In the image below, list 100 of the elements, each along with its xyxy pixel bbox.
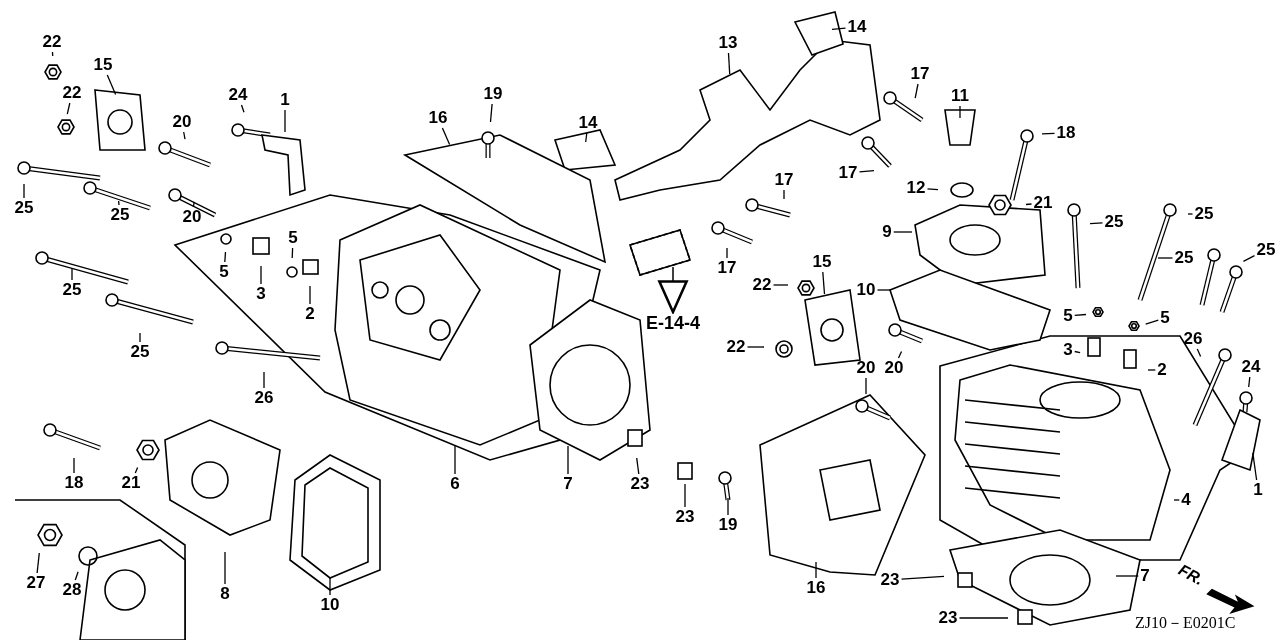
leader-line [1115,575,1139,577]
callout-number: 17 [774,171,794,189]
callout-number: 20 [182,208,202,226]
callout-number: 7 [563,475,573,493]
leader-line [309,285,311,305]
callout-number: 5 [288,229,298,247]
callout-number: 24 [228,86,248,104]
leader-line [192,201,195,208]
leader-line [1187,213,1194,215]
callout-number: 20 [172,113,192,131]
callout-number: 25 [62,281,82,299]
leader-line [726,247,728,259]
leader-line [1252,452,1258,481]
leader-line [240,104,245,113]
leader-line [1074,313,1087,317]
leader-line [585,132,588,143]
leader-line [1248,376,1251,388]
leader-line [441,127,451,146]
leader-line [1025,203,1033,206]
leader-line [858,169,875,173]
callout-number: 3 [256,285,266,303]
leader-line [106,74,117,96]
callout-number: 22 [62,84,82,102]
leader-line [454,445,456,475]
leader-line [1173,499,1180,501]
leader-line [71,267,73,281]
callout-number: 20 [856,359,876,377]
callout-number: 25 [1174,249,1194,267]
leader-line [815,561,817,579]
callout-number: 16 [428,109,448,127]
leader-line [727,497,729,516]
leader-line [291,247,294,259]
callout-number: 23 [880,571,900,589]
callout-number: 21 [121,474,141,492]
callout-number: 2 [305,305,315,323]
leader-line [23,183,25,199]
callout-number: 7 [1140,567,1150,585]
leader-line [900,575,945,580]
leader-line [897,350,903,359]
leader-line [1145,319,1159,325]
leader-line [893,231,913,233]
callout-number: 10 [856,281,876,299]
callout-number: 14 [847,18,867,36]
callout-number: 25 [1104,213,1124,231]
leader-line [636,457,640,475]
callout-number: 12 [906,179,926,197]
leader-line [51,51,54,57]
leader-line [822,271,826,295]
callout-number: 23 [675,508,695,526]
callout-number: 25 [1256,241,1276,259]
callout-number: 17 [717,259,737,277]
callout-number: 22 [726,338,746,356]
callout-number: 11 [951,87,969,105]
leader-line [117,200,120,206]
leader-line [959,105,961,119]
leader-line [865,377,867,395]
callout-number: 2 [1157,361,1167,379]
callout-number: 26 [254,389,274,407]
callout-number: 23 [630,475,650,493]
callout-number: 5 [219,263,229,281]
callout-number: 25 [1194,205,1214,223]
callout-number: 22 [42,33,62,51]
leader-line [73,457,75,474]
leader-line [926,188,939,191]
leader-line [263,371,265,389]
leader-line [1074,350,1081,354]
leader-line [914,83,919,99]
leader-line [139,332,141,343]
callout-number: 28 [62,581,82,599]
callout-number: 10 [320,596,340,614]
leader-line [224,251,227,263]
callout-number: 25 [110,206,130,224]
callout-number: 24 [1241,358,1261,376]
callout-number: 16 [806,579,826,597]
leader-line [183,131,186,140]
leader-line [284,109,286,133]
callout-number: 15 [812,253,832,271]
callout-number: 1 [1253,481,1263,499]
leader-line [489,103,493,123]
leader-line [1089,222,1104,225]
callout-number: 3 [1063,341,1073,359]
callout-number: 17 [838,164,858,182]
callout-number: 25 [130,343,150,361]
callout-number: 20 [884,359,904,377]
leader-line [260,265,262,285]
leader-line [224,551,226,585]
drawing-code: ZJ10－E0201C [1135,613,1236,633]
leader-line [831,27,847,31]
leader-line [36,552,40,574]
leader-line [1196,348,1202,358]
leader-line [684,483,686,508]
leader-line [746,346,765,348]
callout-number: 22 [752,276,772,294]
leader-line [727,52,731,75]
callout-number: 15 [93,56,113,74]
callout-number: 13 [718,34,738,52]
leader-line [772,284,789,286]
callout-number: 21 [1033,194,1053,212]
callout-number: 25 [14,199,34,217]
callout-number: 9 [882,223,892,241]
